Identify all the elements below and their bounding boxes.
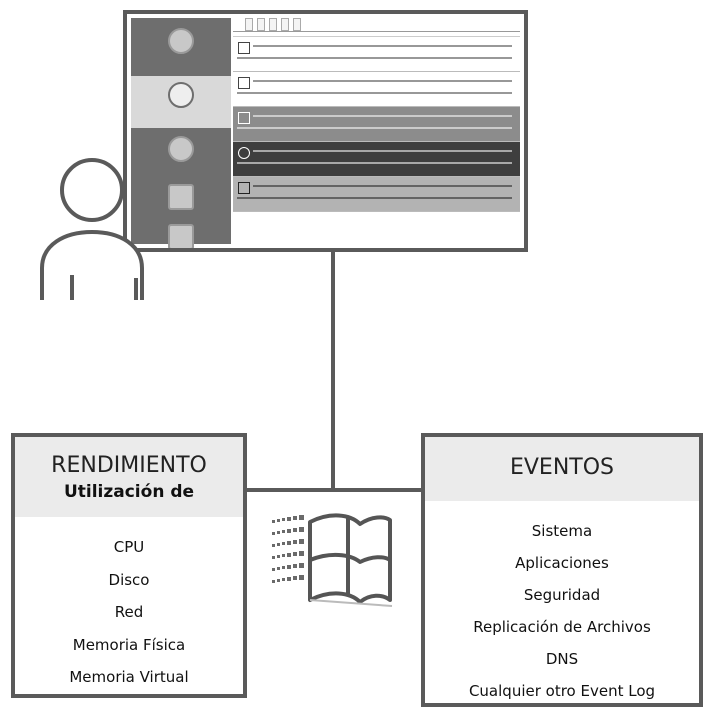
toolbar-button: [269, 18, 277, 31]
connector-horizontal: [247, 488, 421, 492]
event-text: [237, 57, 512, 59]
performance-subtitle: Utilización de: [63, 482, 195, 502]
toolbar-button: [257, 18, 265, 31]
list-item: Red: [114, 603, 144, 621]
performance-title: RENDIMIENTO: [51, 453, 207, 478]
event-icon: [238, 112, 250, 124]
app-icon: [168, 28, 194, 54]
event-row: [233, 107, 520, 142]
toolbar-button: [281, 18, 289, 31]
events-title: EVENTOS: [509, 455, 615, 480]
monitor-stem: [331, 252, 335, 492]
list-item: Cualquier otro Event Log: [468, 682, 656, 700]
monitor-event-list: [233, 18, 520, 244]
event-text: [253, 45, 512, 47]
event-text: [237, 197, 512, 199]
event-row: [233, 37, 520, 72]
list-item: Aplicaciones: [515, 554, 609, 572]
list-item: DNS: [545, 650, 579, 668]
sidebar-item: [131, 178, 231, 230]
app-icon: [168, 82, 194, 108]
app-icon: [168, 224, 194, 248]
event-text: [253, 150, 512, 152]
event-icon: [238, 147, 250, 159]
performance-box: RENDIMIENTO Utilización de CPU Disco Red…: [11, 433, 247, 698]
event-icon: [238, 42, 250, 54]
event-text: [253, 115, 512, 117]
windows-logo-icon: [272, 513, 393, 607]
event-text: [237, 92, 512, 94]
event-row: [233, 72, 520, 107]
folder-icon: [168, 184, 194, 210]
event-text: [253, 185, 512, 187]
list-item: Disco: [108, 570, 150, 589]
list-item: Seguridad: [523, 586, 601, 604]
event-text: [253, 80, 512, 82]
event-icon: [238, 77, 250, 89]
list-item: Memoria Virtual: [69, 668, 189, 686]
event-row: [233, 177, 520, 212]
monitor-sidebar: [131, 18, 231, 248]
performance-header: RENDIMIENTO Utilización de: [15, 437, 243, 517]
list-item: CPU: [113, 538, 145, 556]
sidebar-item: [131, 22, 231, 74]
monitor-screenshot: [123, 10, 528, 252]
events-list: Sistema Aplicaciones Seguridad Replicaci…: [425, 501, 699, 707]
performance-list: CPU Disco Red Memoria Física Memoria Vir…: [15, 517, 243, 694]
events-header: EVENTOS: [425, 437, 699, 501]
events-box: EVENTOS Sistema Aplicaciones Seguridad R…: [421, 433, 703, 707]
event-text: [237, 162, 512, 164]
event-row: [233, 142, 520, 177]
event-icon: [238, 182, 250, 194]
list-item: Memoria Física: [72, 635, 186, 654]
event-text: [237, 127, 512, 129]
toolbar-button: [293, 18, 301, 31]
sidebar-item: [131, 76, 231, 128]
monitor-toolbar: [233, 18, 520, 32]
sidebar-item: [131, 218, 231, 248]
list-item: Sistema: [531, 522, 593, 540]
user-icon: [40, 158, 144, 300]
monitor-list-title: [233, 32, 520, 37]
app-icon: [168, 136, 194, 162]
sidebar-item: [131, 130, 231, 182]
list-item: Replicación de Archivos: [473, 618, 651, 636]
toolbar-button: [245, 18, 253, 31]
